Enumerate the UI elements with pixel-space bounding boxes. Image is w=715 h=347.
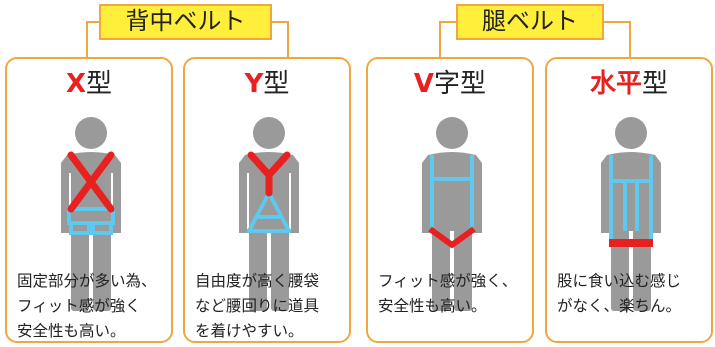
card-description: 自由度が高く腰袋 など腰回りに道具 を着けやすい。 — [195, 272, 320, 340]
card-title: Y型 — [185, 69, 349, 99]
card-title: X型 — [7, 69, 171, 99]
card-title: V字型 — [368, 69, 532, 99]
card-y-type: Y型 自由度が高く腰袋 など腰回りに道具 を着けやすい。 — [183, 57, 351, 343]
group-connectors — [86, 21, 631, 57]
x-harness-figure — [61, 117, 121, 311]
card-title-main: 水平 — [589, 69, 642, 99]
card-horizontal-type: 水平型 股に食い込む感じ がなく、楽ちん。 — [545, 57, 713, 343]
card-title-suffix: 字型 — [434, 69, 487, 99]
card-title-suffix: 型 — [263, 69, 290, 99]
card-v-type: V字型 フィット感が強く、 安全性も高い。 — [366, 57, 534, 343]
card-title: 水平型 — [547, 69, 711, 99]
card-title-main: V — [413, 69, 435, 99]
card-title-suffix: 型 — [86, 69, 113, 99]
horizontal-harness-figure — [601, 117, 661, 311]
card-description: 股に食い込む感じ がなく、楽ちん。 — [557, 272, 682, 315]
group-label-leg-belt: 腿ベルト — [456, 4, 604, 40]
card-x-type: X型 固定部分が多い為、 フィット感が強く 安全性も高い。 — [5, 57, 173, 343]
card-description: 固定部分が多い為、 フィット感が強く 安全性も高い。 — [17, 272, 157, 340]
card-title-main: Y — [244, 69, 264, 99]
card-title-main: X — [65, 69, 87, 99]
group-label-back-belt: 背中ベルト — [99, 4, 272, 40]
card-description: フィット感が強く、 安全性も高い。 — [378, 272, 518, 315]
card-title-suffix: 型 — [642, 69, 669, 99]
v-harness-figure — [422, 117, 482, 311]
y-harness-figure — [239, 117, 299, 311]
